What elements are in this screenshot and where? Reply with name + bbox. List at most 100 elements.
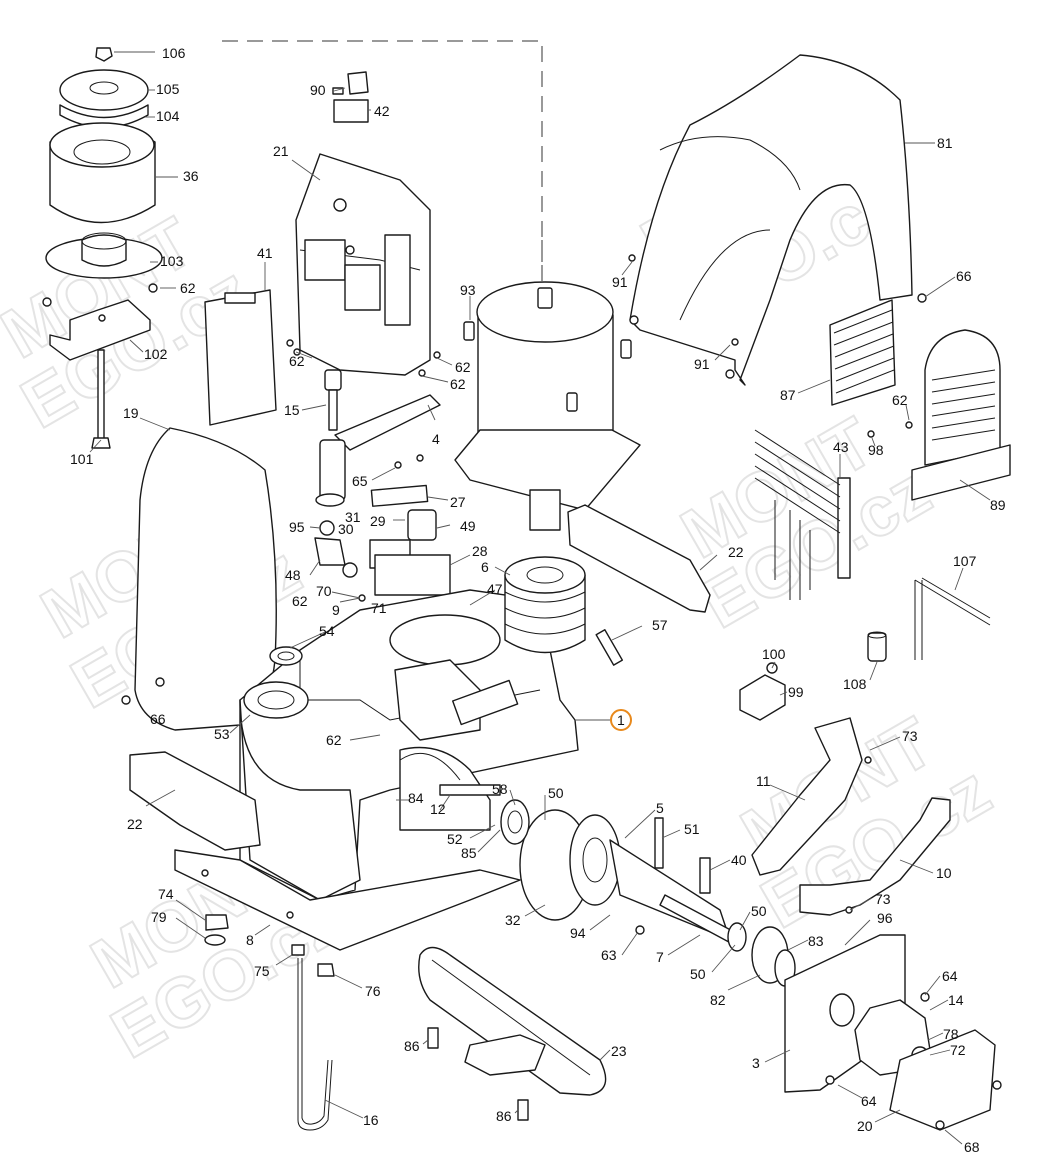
callout-label: 62 (292, 593, 308, 609)
pin-57 (595, 629, 624, 666)
callout-label: 62 (289, 353, 305, 369)
callout-label: 42 (374, 103, 390, 119)
small-electrical-parts (739, 631, 887, 721)
callout-label: 68 (964, 1139, 980, 1155)
release-handles (751, 717, 951, 916)
callout-label: 104 (156, 108, 180, 124)
motor (454, 281, 641, 531)
callout-label: 86 (404, 1038, 420, 1054)
callout-label: 63 (601, 947, 617, 963)
callout-label: 14 (948, 992, 964, 1008)
callout-label: 50 (690, 966, 706, 982)
callout-label: 73 (875, 891, 891, 907)
callout-label: 91 (612, 274, 628, 290)
base-plate (174, 849, 521, 951)
callout-label: 36 (183, 168, 199, 184)
callout-label: 84 (408, 790, 424, 806)
callout-label: 40 (731, 852, 747, 868)
callout-label: 12 (430, 801, 446, 817)
callout-label: 108 (843, 676, 867, 692)
callout-label: 107 (953, 553, 977, 569)
callout-label: 102 (144, 346, 168, 362)
callout-label: 19 (123, 405, 139, 421)
callout-label: 70 (316, 583, 332, 599)
main-housing (239, 589, 579, 901)
callout-label: 106 (162, 45, 186, 61)
vent-grille (829, 299, 896, 406)
callout-label: 66 (956, 268, 972, 284)
callout-label: 73 (902, 728, 918, 744)
callout-label: 21 (273, 143, 289, 159)
callout-label: 22 (127, 816, 143, 832)
callout-label: 48 (285, 567, 301, 583)
callout-label: 10 (936, 865, 952, 881)
terminal-parts (332, 71, 369, 123)
callout-label: 105 (156, 81, 180, 97)
callout-label: 29 (370, 513, 386, 529)
callout-label: 16 (363, 1112, 379, 1128)
callout-label: 32 (505, 912, 521, 928)
callout-label: 4 (432, 431, 440, 447)
callout-label: 101 (70, 451, 94, 467)
callout-label: 3 (752, 1055, 760, 1071)
callout-label: 22 (728, 544, 744, 560)
callout-label: 27 (450, 494, 466, 510)
callout-label: 95 (289, 519, 305, 535)
bolt-15 (324, 369, 342, 431)
callout-label: 94 (570, 925, 586, 941)
callout-label: 64 (861, 1093, 877, 1109)
module-41 (204, 289, 277, 426)
output-gear-assembly (500, 799, 796, 987)
nut-and-washer (204, 914, 229, 946)
callout-label: 62 (326, 732, 342, 748)
grille-frame (911, 329, 1011, 501)
control-board (295, 153, 431, 376)
callout-label: 103 (160, 253, 184, 269)
rubber-bumper-left (129, 751, 261, 851)
callout-label: 81 (937, 135, 953, 151)
top-cover (629, 54, 913, 386)
highlight-marker (610, 709, 632, 731)
callout-label: 28 (472, 543, 488, 559)
callout-label: 71 (371, 600, 387, 616)
callout-label: 75 (254, 963, 270, 979)
screws (121, 254, 1002, 1130)
callout-label: 85 (461, 845, 477, 861)
callout-label: 62 (450, 376, 466, 392)
callout-label: 23 (611, 1043, 627, 1059)
callout-label: 11 (756, 773, 771, 789)
callout-label: 20 (857, 1118, 873, 1134)
callout-label: 96 (877, 910, 893, 926)
leader-lines (89, 51, 991, 1145)
callout-label: 8 (246, 932, 254, 948)
callout-label: 90 (310, 82, 326, 98)
callout-label: 15 (284, 402, 300, 418)
callout-label: 9 (332, 602, 340, 618)
callout-label: 1 (617, 712, 625, 728)
callout-label: 47 (487, 581, 503, 597)
wiring-harness (754, 429, 991, 660)
side-cover (134, 427, 277, 731)
callout-label: 78 (943, 1026, 959, 1042)
pinion-assembly (784, 934, 996, 1131)
callout-label: 57 (652, 617, 668, 633)
seal-rings (243, 646, 309, 719)
callout-label: 91 (694, 356, 710, 372)
callout-label: 98 (868, 442, 884, 458)
callout-label: 49 (460, 518, 476, 534)
callout-label: 53 (214, 726, 230, 742)
internal-gear (399, 752, 501, 796)
callout-label: 7 (656, 949, 664, 965)
callout-label: 43 (833, 439, 849, 455)
callout-label: 50 (751, 903, 767, 919)
release-lever (315, 394, 441, 507)
callout-label: 62 (180, 280, 196, 296)
callout-label: 89 (990, 497, 1006, 513)
anchor-bolt (291, 944, 335, 1131)
callout-label: 72 (950, 1042, 966, 1058)
callout-label: 76 (365, 983, 381, 999)
drive-belt (418, 946, 607, 1121)
callout-label: 82 (710, 992, 726, 1008)
callout-label: 51 (684, 821, 700, 837)
callout-label: 62 (455, 359, 471, 375)
